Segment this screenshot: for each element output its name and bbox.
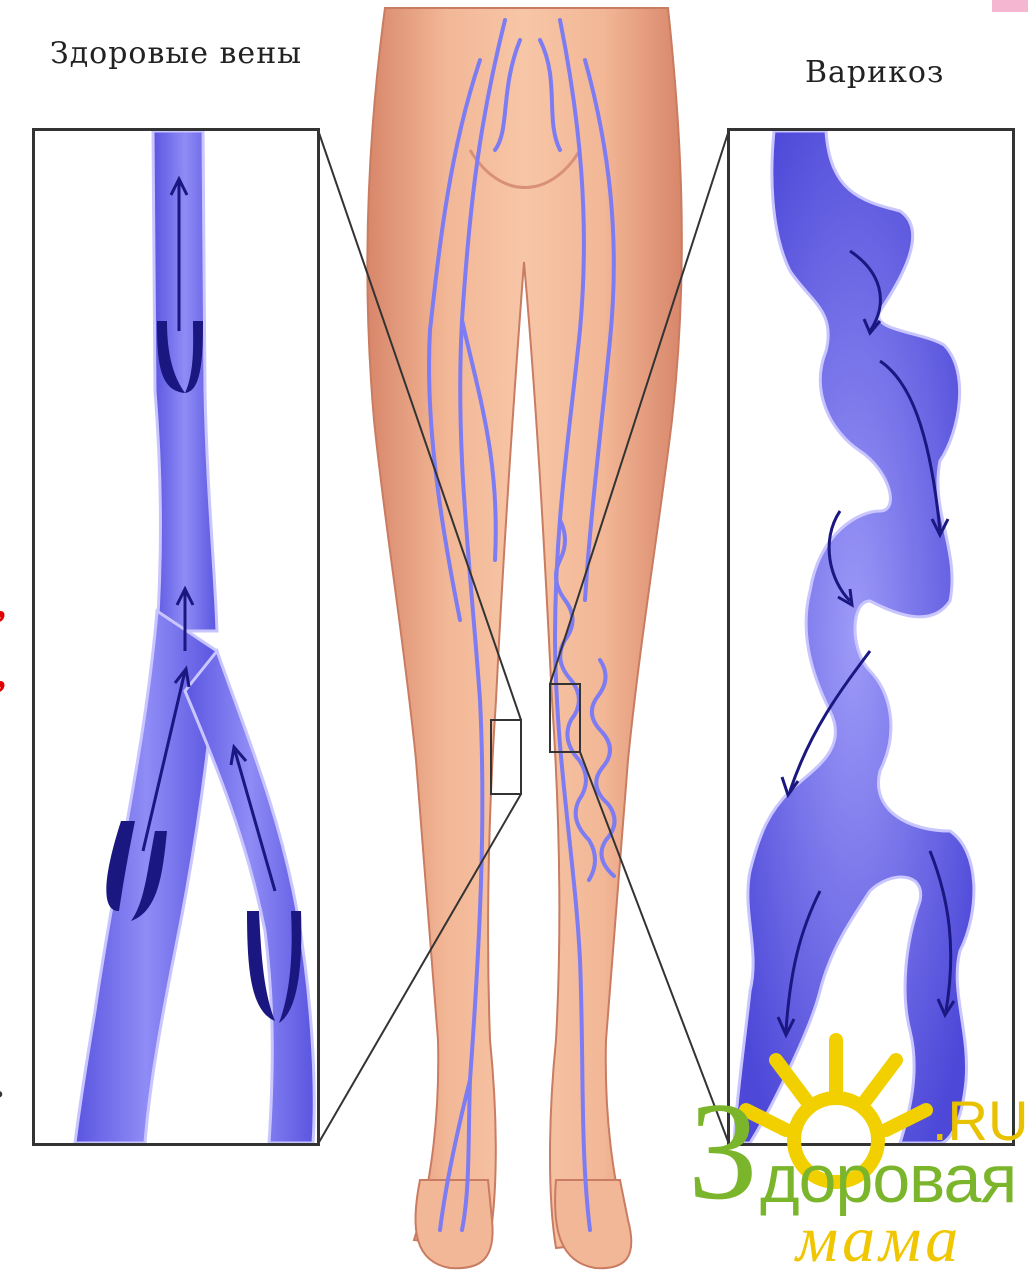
stray-mark: . [0, 1060, 4, 1107]
zdorovaya-mama-logo: .RU З доровая мама [686, 1030, 1016, 1270]
varicose-vein-panel [727, 128, 1015, 1146]
logo-letter-z: З [688, 1082, 758, 1222]
stray-mark: , [0, 650, 6, 697]
healthy-veins-title: Здоровые вены [50, 36, 302, 71]
varicose-title: Варикоз [805, 55, 944, 90]
varicose-vein-diagram [730, 131, 1012, 1143]
logo-word-mama: мама [796, 1202, 962, 1278]
healthy-vein-diagram [35, 131, 317, 1143]
healthy-vein-panel [32, 128, 320, 1146]
stray-mark: , [0, 580, 6, 627]
